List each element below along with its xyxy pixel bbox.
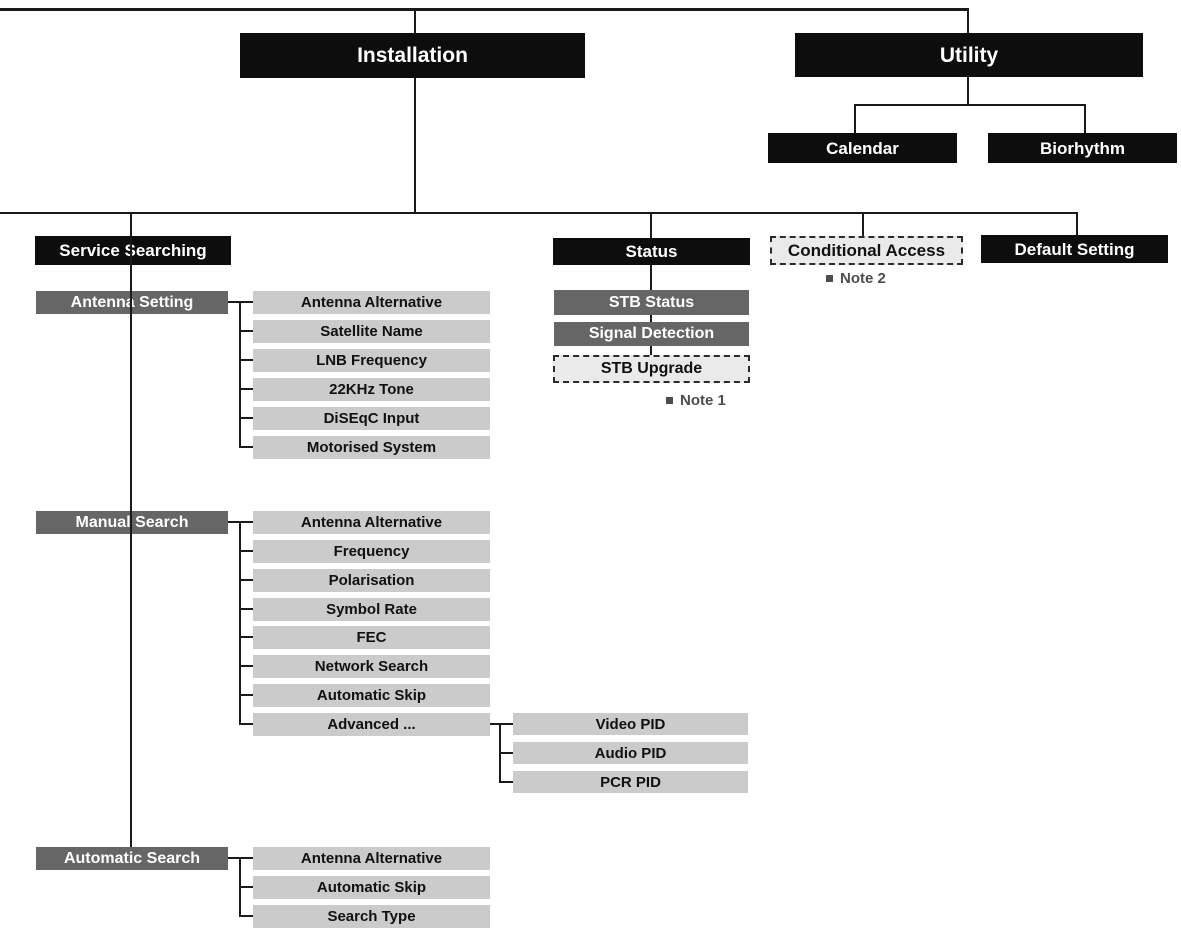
- node-service-searching: Service Searching: [35, 236, 231, 265]
- node-satellite-name: Satellite Name: [253, 320, 490, 343]
- connector-manual-tick: [239, 723, 253, 725]
- node-lnb-frequency: LNB Frequency: [253, 349, 490, 372]
- node-diseqc-input: DiSEqC Input: [253, 407, 490, 430]
- connector-utility-split: [854, 104, 1086, 106]
- connector-manual-tick: [239, 694, 253, 696]
- connector-antenna-tick: [239, 446, 253, 448]
- connector-calendar-drop: [854, 104, 856, 134]
- node-calendar: Calendar: [768, 133, 957, 163]
- connector-conditional-access-drop: [862, 212, 864, 237]
- node-utility: Utility: [795, 33, 1143, 77]
- connector-manual-tick: [239, 665, 253, 667]
- connector-manual-tick: [239, 636, 253, 638]
- connector-antenna-tick: [239, 330, 253, 332]
- connector-manual-vertical: [239, 521, 241, 725]
- node-fec: FEC: [253, 626, 490, 649]
- node-frequency: Frequency: [253, 540, 490, 563]
- node-installation: Installation: [240, 33, 585, 78]
- connector-automatic-tick: [239, 886, 253, 888]
- node-stb-status: STB Status: [554, 290, 749, 315]
- node-antenna-setting: Antenna Setting: [36, 291, 228, 314]
- note-1-label: Note 1: [680, 392, 726, 409]
- node-auto-antenna-alternative: Antenna Alternative: [253, 847, 490, 870]
- connector-antenna-tick: [239, 417, 253, 419]
- connector-service-spine: [130, 212, 132, 847]
- node-stb-upgrade: STB Upgrade: [553, 355, 750, 383]
- node-automatic-skip: Automatic Skip: [253, 684, 490, 707]
- connector-advanced-tick: [499, 781, 513, 783]
- connector-manual-tick: [239, 579, 253, 581]
- connector-manual-tick: [239, 550, 253, 552]
- node-manual-antenna-alternative: Antenna Alternative: [253, 511, 490, 534]
- connector-automatic-tick: [239, 915, 253, 917]
- note-1: Note 1: [666, 392, 726, 409]
- node-22khz-tone: 22KHz Tone: [253, 378, 490, 401]
- square-bullet-icon: [666, 397, 673, 404]
- connector-antenna-tick: [239, 388, 253, 390]
- square-bullet-icon: [826, 275, 833, 282]
- node-motorised-system: Motorised System: [253, 436, 490, 459]
- note-2-label: Note 2: [840, 270, 886, 287]
- connector-manual-tick: [239, 608, 253, 610]
- node-symbol-rate: Symbol Rate: [253, 598, 490, 621]
- node-default-setting: Default Setting: [981, 235, 1168, 263]
- node-signal-detection: Signal Detection: [554, 322, 749, 346]
- node-conditional-access: Conditional Access: [770, 236, 963, 265]
- node-manual-search: Manual Search: [36, 511, 228, 534]
- node-antenna-alternative: Antenna Alternative: [253, 291, 490, 314]
- node-video-pid: Video PID: [513, 713, 748, 735]
- connector-biorhythm-drop: [1084, 104, 1086, 134]
- connector-advanced-tick: [499, 752, 513, 754]
- node-advanced: Advanced ...: [253, 713, 490, 736]
- connector-default-setting-drop: [1076, 212, 1078, 236]
- note-2: Note 2: [826, 270, 886, 287]
- node-auto-automatic-skip: Automatic Skip: [253, 876, 490, 899]
- connector-installation-drop: [414, 8, 416, 214]
- connector-advanced-parent-tick: [490, 723, 513, 725]
- connector-top-horizontal: [0, 8, 968, 11]
- node-search-type: Search Type: [253, 905, 490, 928]
- node-status: Status: [553, 238, 750, 265]
- node-biorhythm: Biorhythm: [988, 133, 1177, 163]
- node-pcr-pid: PCR PID: [513, 771, 748, 793]
- node-automatic-search: Automatic Search: [36, 847, 228, 870]
- connector-status-drop: [650, 212, 652, 355]
- connector-antenna-vertical: [239, 301, 241, 448]
- node-audio-pid: Audio PID: [513, 742, 748, 764]
- node-network-search: Network Search: [253, 655, 490, 678]
- connector-antenna-tick: [239, 359, 253, 361]
- connector-row2-horizontal: [0, 212, 1078, 214]
- node-polarisation: Polarisation: [253, 569, 490, 592]
